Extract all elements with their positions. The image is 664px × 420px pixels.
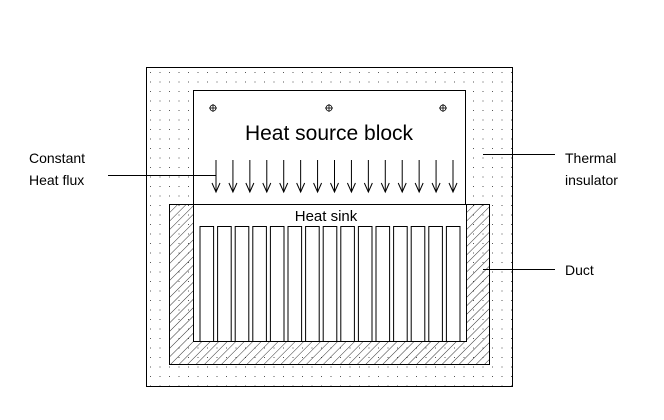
heat-flux-arrow	[313, 160, 323, 194]
heat-sink-fins	[199, 226, 461, 342]
fin	[199, 226, 215, 342]
fin	[234, 226, 250, 342]
fin	[393, 226, 408, 342]
fin	[305, 226, 320, 342]
constant-label: Constant	[29, 150, 85, 166]
fin	[410, 226, 426, 342]
heat-flux-arrow	[414, 160, 424, 194]
thermal-label: Thermal	[565, 150, 616, 166]
fin	[445, 226, 461, 342]
fin	[340, 226, 355, 342]
heat-flux-arrow	[279, 160, 289, 194]
heat-flux-arrow	[262, 160, 272, 194]
fin	[375, 226, 391, 342]
heat-flux-arrow	[245, 160, 255, 194]
crosshair-icon	[325, 104, 333, 112]
heat-flux-arrow	[448, 160, 458, 194]
heat-flux-arrow	[363, 160, 373, 194]
heat-flux-arrow	[397, 160, 407, 194]
insulator-label: insulator	[565, 172, 618, 188]
heat-flux-arrows	[211, 160, 458, 194]
crosshair-icon	[209, 104, 217, 112]
fin	[322, 226, 338, 342]
heat-flux-arrow	[330, 160, 339, 194]
heat-sink-label: Heat sink	[295, 208, 358, 225]
crosshair-icon	[439, 104, 447, 112]
heat-flux-label: Heat flux	[29, 172, 84, 188]
heat-flux-arrow	[380, 160, 390, 194]
fin	[217, 226, 232, 342]
heat-source-label: Heat source block	[245, 122, 414, 145]
crosshair-markers	[209, 104, 447, 112]
fin	[252, 226, 267, 342]
duct-label: Duct	[565, 262, 594, 278]
heat-flux-arrow	[296, 160, 306, 194]
heat-flux-arrow	[431, 160, 441, 194]
fin	[428, 226, 443, 342]
heat-flux-arrow	[228, 160, 238, 194]
fin	[357, 226, 373, 342]
heat-source-block	[193, 90, 466, 205]
fin	[287, 226, 303, 342]
fin	[269, 226, 285, 342]
heat-flux-arrow	[346, 160, 356, 194]
